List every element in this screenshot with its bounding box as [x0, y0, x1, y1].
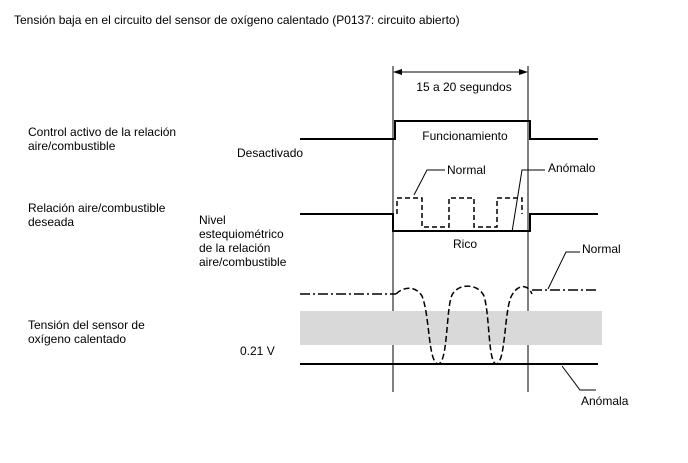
afr-control-signal [300, 120, 598, 140]
afr-control-row: Control activo de la relación aire/combu… [28, 120, 598, 160]
stoich-level-label-line1: Nivel [199, 213, 226, 227]
stoich-level-label-line3: de la relación [199, 241, 270, 255]
target-afr-label-line2: deseada [28, 215, 74, 229]
afr-control-label-line1: Control activo de la relación [28, 125, 176, 139]
sensor-voltage-row: Tensión del sensor de oxígeno calentado … [28, 242, 629, 408]
sensor-normal-callout [547, 251, 580, 290]
target-afr-normal-wave [396, 197, 523, 228]
sensor-voltage-label-line2: oxígeno calentado [28, 332, 126, 346]
rich-label: Rico [453, 237, 477, 251]
target-afr-signal [300, 213, 598, 232]
target-afr-label-line1: Relación aire/combustible [28, 201, 166, 215]
normal-wave-callout [413, 169, 445, 196]
afr-control-off-label: Desactivado [237, 146, 303, 160]
sensor-normal-label: Normal [582, 242, 621, 256]
sensor-abnormal-label: Anómala [581, 394, 629, 408]
target-afr-normal-label: Normal [447, 163, 486, 177]
afr-control-on-label: Funcionamiento [422, 129, 508, 143]
sensor-normal-oscillation [395, 285, 533, 365]
threshold-band [300, 311, 602, 345]
abnormal-wave-callout [511, 169, 545, 233]
target-afr-row: Relación aire/combustible deseada Nivel … [28, 161, 598, 269]
diagram-title: Tensión baja en el circuito del sensor d… [14, 13, 460, 27]
duration-label: 15 a 20 segundos [416, 80, 511, 94]
duration-arrow-left-head [393, 69, 402, 75]
sensor-abnormal-callout [561, 365, 596, 391]
stoich-level-label-line2: estequiométrico [199, 227, 284, 241]
afr-control-label-line2: aire/combustible [28, 139, 116, 153]
target-afr-abnormal-label: Anómalo [548, 161, 596, 175]
threshold-label: 0.21 V [240, 344, 275, 358]
stoich-level-label-line4: aire/combustible [199, 255, 287, 269]
sensor-voltage-label-line1: Tensión del sensor de [28, 318, 145, 332]
duration-arrow-right-head [519, 69, 528, 75]
